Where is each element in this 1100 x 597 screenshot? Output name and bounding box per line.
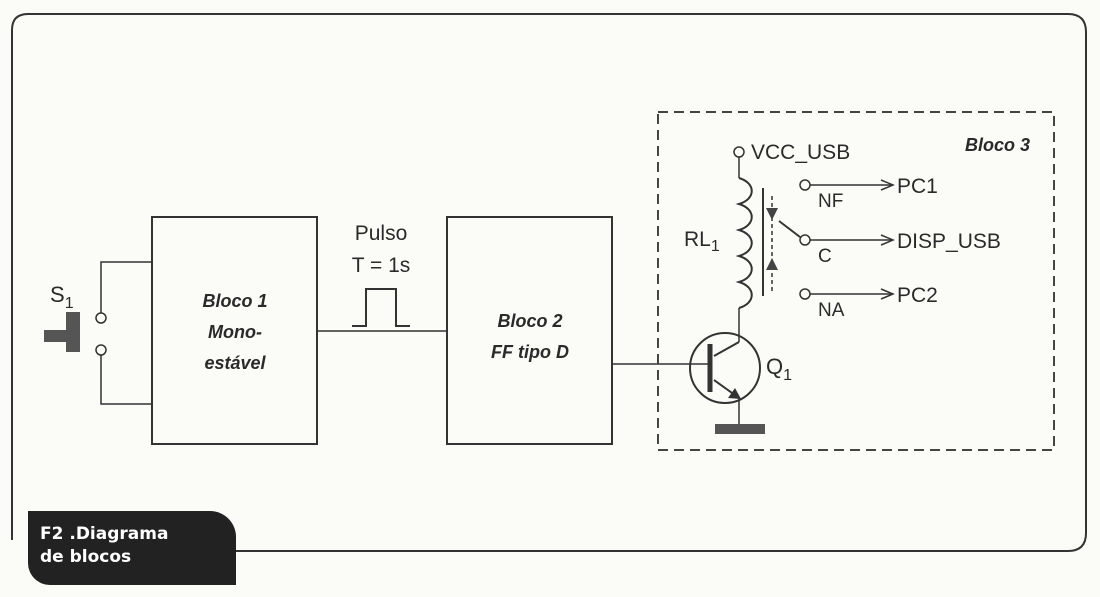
caption-line2: de blocos [40, 547, 132, 567]
block-3-boundary [657, 111, 1055, 451]
switch-label: S1 [50, 282, 74, 312]
output-pc2: PC2 [897, 284, 938, 307]
relay-coil [735, 177, 753, 309]
outer-frame [11, 13, 1087, 552]
caption-line1: F2 .Diagrama [40, 524, 169, 544]
c-terminal [799, 234, 811, 246]
relay-label: RL1 [684, 228, 720, 255]
nf-label: NF [818, 191, 843, 212]
block-1-line2: Mono- [208, 322, 262, 342]
na-contact-arrow [766, 258, 778, 270]
arrow-disp [880, 234, 895, 246]
output-pc1: PC1 [897, 175, 938, 198]
na-label: NA [818, 300, 845, 321]
arrow-pc2 [880, 288, 895, 300]
transistor-q1 [689, 332, 765, 434]
relay-armature [778, 220, 801, 238]
block-1-line1: Bloco 1 [202, 291, 267, 311]
output-disp-usb: DISP_USB [897, 230, 1001, 253]
ground-symbol [715, 424, 765, 434]
block-2-line2: FF tipo D [491, 342, 569, 362]
nf-terminal [799, 179, 811, 191]
pulse-period: T = 1s [352, 254, 411, 277]
block-2-box [446, 216, 613, 445]
nf-contact-arrow [766, 208, 778, 220]
block-1-line3: estável [204, 353, 266, 373]
block-3-title: Bloco 3 [965, 135, 1030, 155]
transistor-label: Q1 [766, 354, 792, 384]
vcc-label: VCC_USB [751, 141, 850, 164]
na-terminal [799, 288, 811, 300]
pulse-label: Pulso [355, 222, 408, 245]
arrow-pc1 [880, 179, 895, 191]
figure-caption: F2 .Diagrama de blocos [28, 511, 236, 585]
vcc-terminal [733, 146, 745, 158]
c-label: C [818, 246, 832, 267]
block-2-line1: Bloco 2 [497, 311, 562, 331]
pulse-symbol [352, 288, 410, 327]
switch-s1 [44, 261, 152, 405]
